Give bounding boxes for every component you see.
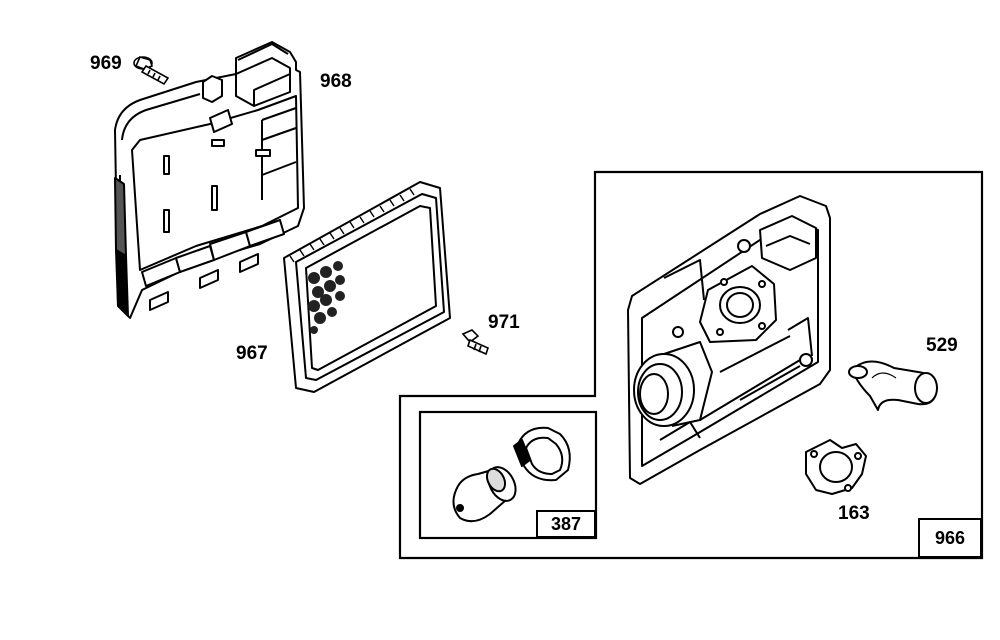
screw-969-drawing: [133, 56, 170, 86]
kit-966-frame: [398, 170, 984, 560]
adapter-plate-drawing: [627, 195, 831, 485]
gasket-163-drawing: [805, 439, 867, 495]
kit-966-label: 966: [918, 518, 982, 558]
kit-387-frame: [418, 410, 598, 540]
callout-968: 968: [320, 71, 352, 92]
filter-967-drawing: [283, 181, 451, 393]
kit-387-label: 387: [536, 510, 596, 538]
housing-968-drawing: [114, 41, 305, 319]
callout-163: 163: [838, 503, 870, 524]
elbow-529-drawing: [848, 360, 938, 411]
callout-529: 529: [926, 335, 958, 356]
callout-971: 971: [488, 312, 520, 333]
callout-969: 969: [90, 53, 122, 74]
screw-971-drawing: [461, 329, 489, 356]
kit-387-parts-drawing: [452, 426, 571, 523]
callout-967: 967: [236, 343, 268, 364]
